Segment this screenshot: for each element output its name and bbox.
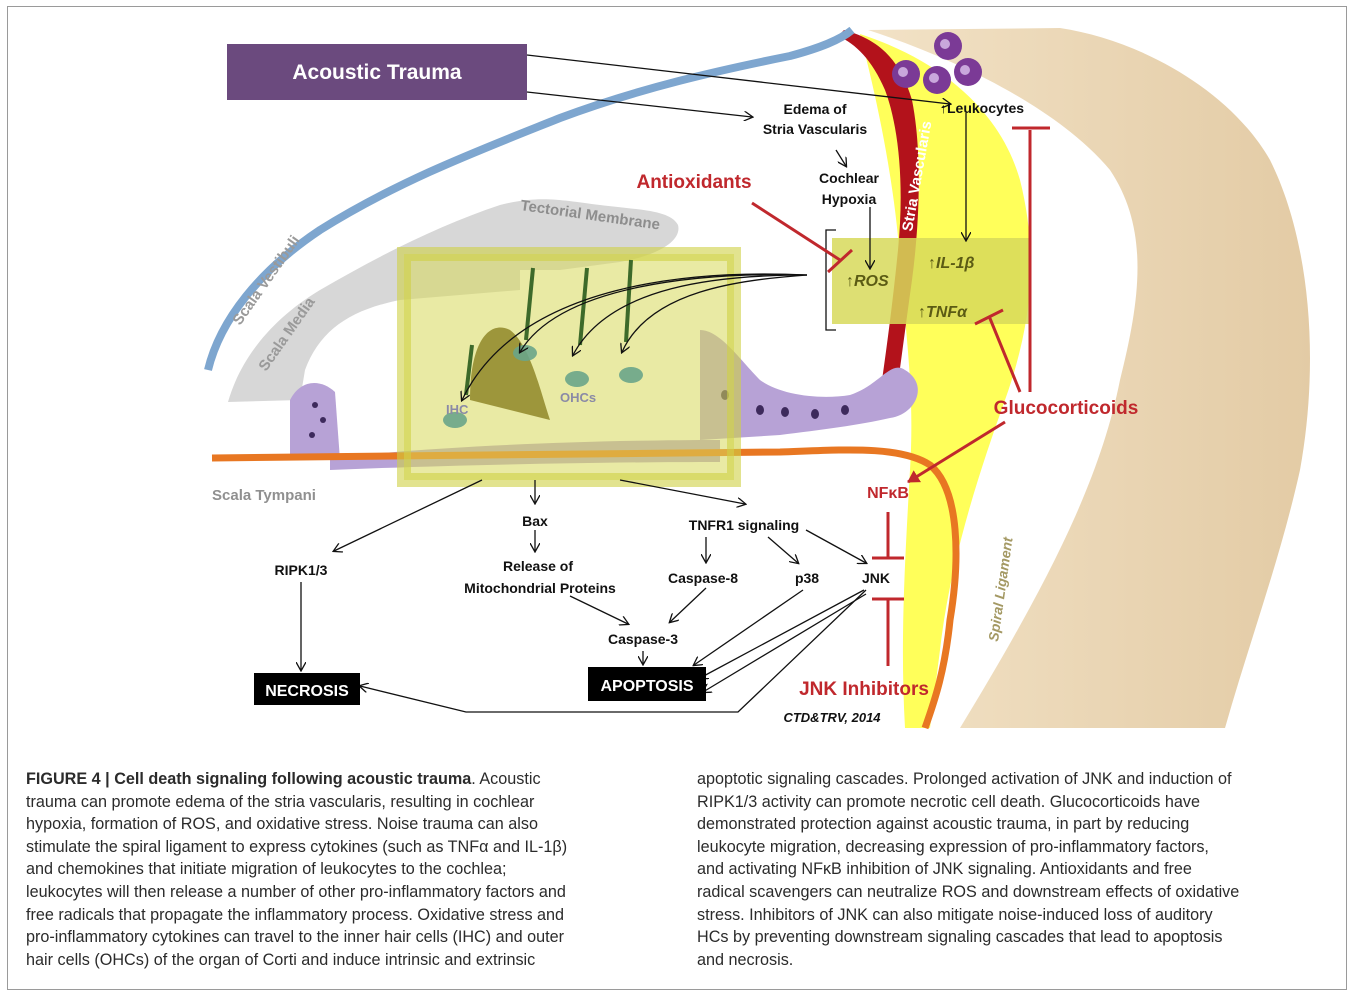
- glucocorticoids-label: Glucocorticoids: [994, 398, 1139, 419]
- hypoxia-label-line1: Cochlear: [819, 170, 879, 186]
- caption-left-line-4: and chemokines that initiate migration o…: [26, 858, 626, 881]
- antioxidants-label: Antioxidants: [636, 172, 751, 193]
- p38-label: p38: [795, 570, 819, 586]
- caption-left-line-5: leukocytes will then release a number of…: [26, 881, 626, 904]
- caption-right-line-7: HCs by preventing downstream signaling c…: [697, 926, 1297, 949]
- leukocytes-label: ↑Leukocytes: [940, 100, 1024, 116]
- jnk-inhibitors-label: JNK Inhibitors: [799, 679, 929, 700]
- caption-right-line-4: and activating NFκB inhibition of JNK si…: [697, 858, 1297, 881]
- bax-label: Bax: [522, 513, 548, 529]
- caption-left-line-2: hypoxia, formation of ROS, and oxidative…: [26, 813, 626, 836]
- tnfr1-label: TNFR1 signaling: [689, 517, 799, 533]
- acoustic-trauma-label: Acoustic Trauma: [292, 61, 462, 84]
- caption-left-line-7: pro-inflammatory cytokines can travel to…: [26, 926, 626, 949]
- caption-right-line-0: apoptotic signaling cascades. Prolonged …: [697, 768, 1297, 791]
- ihc-label: IHC: [446, 402, 469, 417]
- caption-right-line-1: RIPK1/3 activity can promote necrotic ce…: [697, 791, 1297, 814]
- caption-left-line-6: free radicals that propagate the inflamm…: [26, 904, 626, 927]
- hypoxia-label-line2: Hypoxia: [822, 191, 877, 207]
- credit-label: CTD&TRV, 2014: [783, 710, 881, 725]
- jnk-label: JNK: [862, 570, 890, 586]
- nfkb-label: NFκB: [867, 485, 909, 502]
- figure-label: FIGURE 4 |: [26, 770, 110, 788]
- release-label-line1: Release of: [503, 558, 573, 574]
- edema-label-line2: Stria Vascularis: [763, 121, 868, 137]
- apoptosis-label: APOPTOSIS: [600, 678, 693, 695]
- caption-right-line-6: stress. Inhibitors of JNK can also mitig…: [697, 904, 1297, 927]
- necrosis-label: NECROSIS: [265, 683, 349, 700]
- caption-right-line-8: and necrosis.: [697, 949, 1297, 972]
- caspase3-label: Caspase-3: [608, 631, 678, 647]
- scala-tympani-label: Scala Tympani: [212, 487, 316, 504]
- ros-label: ↑ROS: [846, 273, 889, 290]
- cochlea-diagram: Stria Vascularis Spiral Ligament Tectori…: [0, 0, 1354, 740]
- caption-right-line-2: demonstrated protection against acoustic…: [697, 813, 1297, 836]
- release-label-line2: Mitochondrial Proteins: [464, 580, 616, 596]
- caption-left-line-3: stimulate the spiral ligament to express…: [26, 836, 626, 859]
- edema-label-line1: Edema of: [783, 101, 846, 117]
- il1b-label: ↑IL-1β: [928, 255, 974, 272]
- caption-right-line-5: radical scavengers can neutralize ROS an…: [697, 881, 1297, 904]
- caption-left-line-0: . Acoustic: [471, 770, 540, 788]
- caption-right-column: apoptotic signaling cascades. Prolonged …: [697, 768, 1297, 971]
- caption-left-column: FIGURE 4 | Cell death signaling followin…: [26, 768, 626, 971]
- caption-first-line: FIGURE 4 | Cell death signaling followin…: [26, 768, 626, 791]
- tnfa-label: ↑TNFα: [918, 304, 968, 321]
- spiral-ligament-label: Spiral Ligament: [985, 535, 1016, 643]
- ripk-label: RIPK1/3: [275, 562, 328, 578]
- caption-left-line-8: hair cells (OHCs) of the organ of Corti …: [26, 949, 626, 972]
- caption-right-line-3: leukocyte migration, decreasing expressi…: [697, 836, 1297, 859]
- caspase8-label: Caspase-8: [668, 570, 738, 586]
- caption-left-line-1: trauma can promote edema of the stria va…: [26, 791, 626, 814]
- figure-title: Cell death signaling following acoustic …: [114, 770, 471, 788]
- ohcs-label: OHCs: [560, 390, 596, 405]
- hair-cell-stress-box: [404, 254, 734, 480]
